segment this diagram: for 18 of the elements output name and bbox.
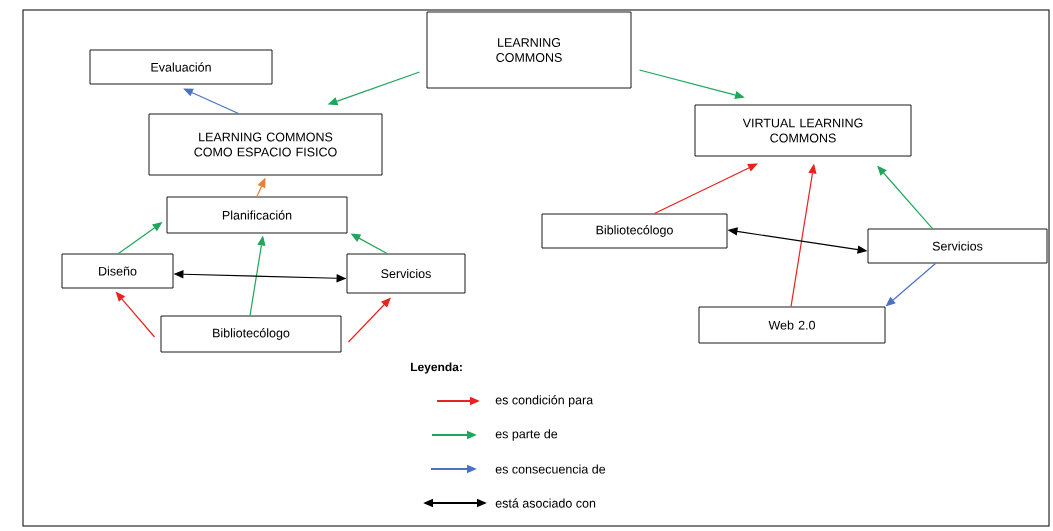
arrow bbox=[183, 88, 240, 115]
concept-box: VIRTUAL LEARNING COMMONS bbox=[694, 104, 912, 157]
concept-box: Bibliotecólogo bbox=[160, 315, 342, 353]
legend-title: Leyenda: bbox=[411, 362, 462, 374]
concept-box: Bibliotecólogo bbox=[541, 213, 728, 249]
concept-box: Planificación bbox=[166, 196, 348, 234]
legend-label: está asociado con bbox=[495, 498, 596, 508]
legend-label: es condición para bbox=[495, 395, 594, 407]
concept-box: Diseño bbox=[61, 253, 174, 289]
arrow bbox=[653, 163, 758, 215]
concept-box: LEARNING COMMONS bbox=[426, 11, 632, 89]
concept-box: LEARNING COMMONS COMO ESPACIO FISICO bbox=[148, 113, 383, 176]
concept-box: Web 2.0 bbox=[698, 306, 886, 344]
legend-label: es consecuencia de bbox=[495, 464, 606, 474]
concept-box: Servicios bbox=[346, 253, 466, 294]
concept-box: Servicios bbox=[867, 228, 1048, 264]
legend-label: es parte de bbox=[495, 429, 558, 441]
concept-box: Evaluación bbox=[89, 49, 273, 85]
